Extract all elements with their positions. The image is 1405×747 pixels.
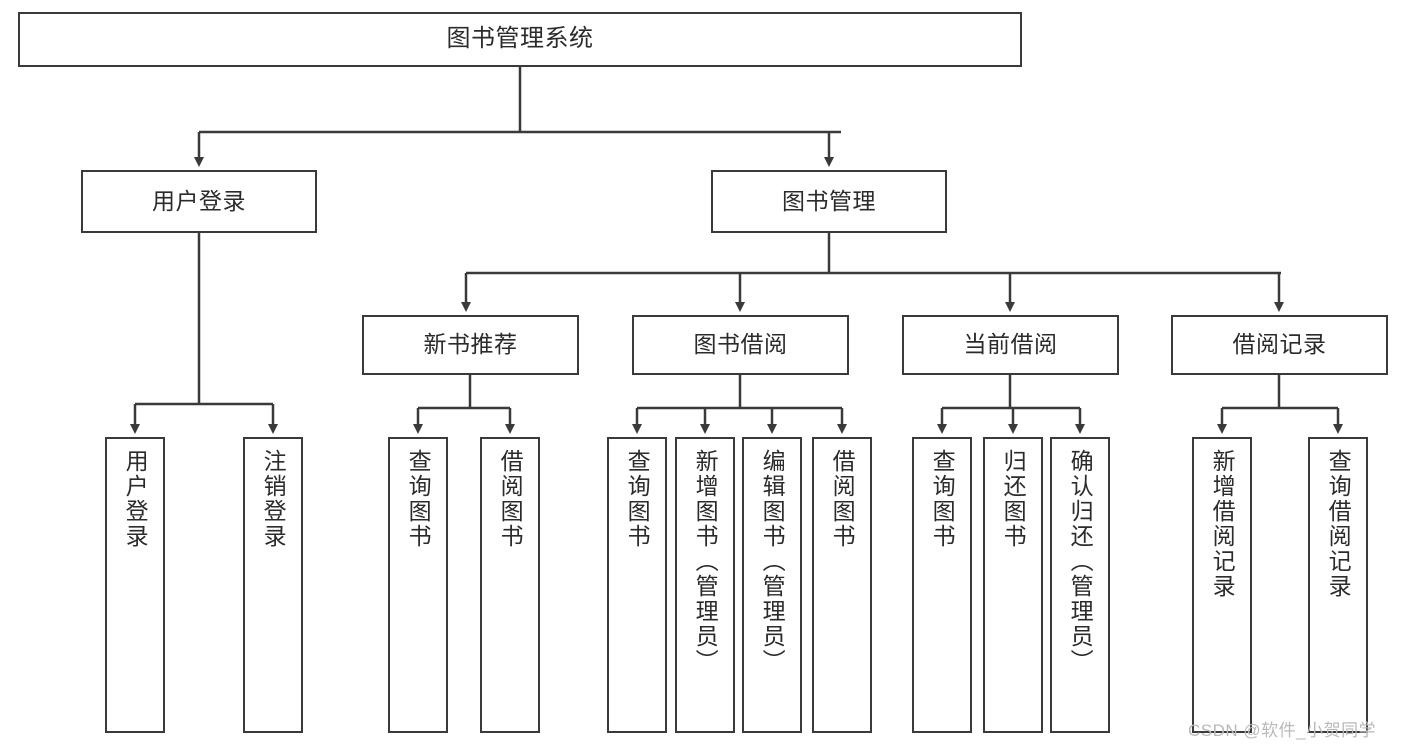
node-book-borrow-label: 图书借阅: [693, 331, 788, 358]
node-user-login[interactable]: 用户登录: [81, 170, 317, 233]
node-book-borrow[interactable]: 图书借阅: [632, 315, 849, 375]
node-leaf-query-book-borrow[interactable]: 查询图书: [607, 437, 667, 733]
edge-group-root: [194, 67, 841, 167]
node-leaf-edit-book-admin-label: 编辑图书（管理员）: [759, 449, 786, 674]
node-leaf-query-book-current-label: 查询图书: [929, 449, 956, 549]
node-leaf-user-login[interactable]: 用户登录: [105, 437, 165, 733]
edge-group-new-book-recommend: [413, 375, 515, 434]
node-leaf-add-book-admin[interactable]: 新增图书（管理员）: [675, 437, 735, 733]
node-leaf-borrow-book-label: 借阅图书: [829, 449, 856, 549]
node-user-login-label: 用户登录: [152, 187, 246, 214]
node-leaf-query-book-borrow-label: 查询图书: [624, 449, 651, 549]
node-leaf-query-book-current[interactable]: 查询图书: [912, 437, 972, 733]
node-leaf-query-book-new[interactable]: 查询图书: [388, 437, 448, 733]
edge-group-book-borrow: [632, 375, 847, 434]
node-leaf-user-login-label: 用户登录: [122, 449, 149, 549]
node-leaf-add-book-admin-label: 新增图书（管理员）: [692, 449, 719, 674]
node-leaf-logout-login-label: 注销登录: [260, 449, 287, 549]
node-leaf-borrow-book[interactable]: 借阅图书: [812, 437, 872, 733]
node-borrow-record-label: 借阅记录: [1232, 331, 1327, 358]
node-borrow-record[interactable]: 借阅记录: [1171, 315, 1388, 375]
node-leaf-logout-login[interactable]: 注销登录: [243, 437, 303, 733]
node-leaf-query-borrow-record-label: 查询借阅记录: [1325, 449, 1352, 599]
node-current-borrow-label: 当前借阅: [963, 331, 1058, 358]
node-new-book-recommend-label: 新书推荐: [423, 331, 518, 358]
node-leaf-borrow-book-new[interactable]: 借阅图书: [480, 437, 540, 733]
node-leaf-confirm-return-admin[interactable]: 确认归还（管理员）: [1050, 437, 1110, 733]
node-current-borrow[interactable]: 当前借阅: [902, 315, 1119, 375]
edge-group-borrow-record: [1217, 375, 1343, 434]
edge-group-book-management: [461, 233, 1284, 312]
node-leaf-confirm-return-admin-label: 确认归还（管理员）: [1067, 449, 1094, 674]
node-leaf-borrow-book-new-label: 借阅图书: [497, 449, 524, 549]
node-leaf-add-borrow-record[interactable]: 新增借阅记录: [1192, 437, 1252, 733]
node-book-management[interactable]: 图书管理: [711, 170, 947, 233]
edge-group-current-borrow: [937, 375, 1085, 434]
node-leaf-query-book-new-label: 查询图书: [405, 449, 432, 549]
node-leaf-add-borrow-record-label: 新增借阅记录: [1209, 449, 1236, 599]
node-leaf-query-borrow-record[interactable]: 查询借阅记录: [1308, 437, 1368, 733]
watermark-text: CSDN @软件_小贺同学: [1188, 721, 1377, 740]
node-leaf-return-book[interactable]: 归还图书: [983, 437, 1043, 733]
edge-group-user-login: [130, 233, 278, 434]
node-leaf-edit-book-admin[interactable]: 编辑图书（管理员）: [742, 437, 802, 733]
node-leaf-return-book-label: 归还图书: [1000, 449, 1027, 549]
node-root[interactable]: 图书管理系统: [18, 12, 1022, 67]
node-new-book-recommend[interactable]: 新书推荐: [362, 315, 579, 375]
node-book-management-label: 图书管理: [782, 187, 876, 214]
node-root-label: 图书管理系统: [446, 25, 594, 53]
